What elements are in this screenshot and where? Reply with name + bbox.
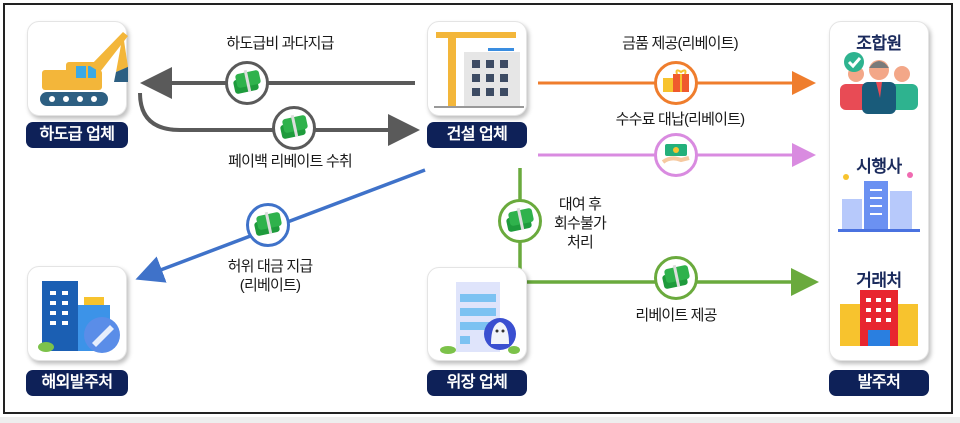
overseas-client-badge: 해외발주처 xyxy=(26,370,128,396)
business-partner-icon xyxy=(840,290,918,346)
label-overpay: 하도급비 과다지급 xyxy=(226,35,334,52)
loan-coin xyxy=(498,199,542,243)
subcontractor-badge: 하도급 업체 xyxy=(26,122,128,148)
fee-coin xyxy=(654,133,698,177)
shell-company-badge: 위장 업체 xyxy=(427,370,527,396)
member-label-partner: 거래처 xyxy=(856,271,902,290)
shell-company-card xyxy=(427,267,527,361)
member-label-developer: 시행사 xyxy=(856,157,902,176)
builder-badge: 건설 업체 xyxy=(427,122,527,148)
money-stack-icon xyxy=(279,113,309,144)
label-loan-line2: 회수불가 xyxy=(553,215,607,232)
subcontractor-card xyxy=(27,21,130,116)
money-stack-icon xyxy=(253,210,283,241)
label-payback: 페이백 리베이트 수취 xyxy=(228,153,353,170)
fake-payment-coin xyxy=(246,203,290,247)
office-airplane-icon xyxy=(38,281,120,353)
money-stack-icon xyxy=(661,263,691,294)
label-rebate: 리베이트 제공 xyxy=(635,307,717,324)
cash-hand-icon xyxy=(661,140,691,171)
crane-building-icon xyxy=(434,32,524,108)
payback-coin xyxy=(272,106,316,150)
label-loan-line3: 처리 xyxy=(566,234,594,251)
gift-coin xyxy=(654,61,698,105)
developer-buildings-icon xyxy=(838,172,920,232)
money-stack-icon xyxy=(505,206,535,237)
label-gift: 금품 제공(리베이트) xyxy=(622,35,739,52)
label-fake-payment-line2: (리베이트) xyxy=(239,277,301,294)
overseas-client-card xyxy=(27,266,127,361)
arrow-payback xyxy=(138,92,420,146)
union-members-icon xyxy=(840,52,918,114)
builder-card xyxy=(427,21,527,116)
bottom-strip xyxy=(0,417,960,423)
client-group-badge: 발주처 xyxy=(829,370,929,396)
rebate-coin xyxy=(654,256,698,300)
ghost-building-icon xyxy=(440,282,520,354)
label-fake-payment-line1: 허위 대금 지급 xyxy=(227,258,314,275)
member-label-union: 조합원 xyxy=(856,34,902,53)
label-fee: 수수료 대납(리베이트) xyxy=(615,111,746,128)
money-stack-icon xyxy=(232,68,262,99)
label-loan-line1: 대여 후 xyxy=(558,196,602,213)
overpay-coin xyxy=(225,61,269,105)
gift-box-icon xyxy=(661,68,691,99)
excavator-icon xyxy=(40,32,130,106)
